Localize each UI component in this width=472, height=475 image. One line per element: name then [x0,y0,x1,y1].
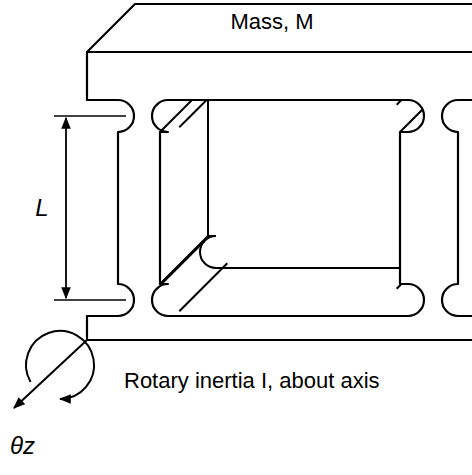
opening-depth [157,52,472,311]
receding-edges [157,57,468,312]
rotation-axis [14,340,87,408]
back-outline [200,52,472,268]
top-face [87,4,472,52]
extension-line [54,299,126,301]
rotation-symbol: θz [8,432,37,460]
inertia-note: Rotary inertia I, about axis [122,368,382,393]
extension-line [54,115,126,117]
dimension-arrow [65,118,67,298]
front-face [87,52,472,340]
dimension-label: L [33,194,50,222]
mass-label: Mass, M [228,9,315,34]
